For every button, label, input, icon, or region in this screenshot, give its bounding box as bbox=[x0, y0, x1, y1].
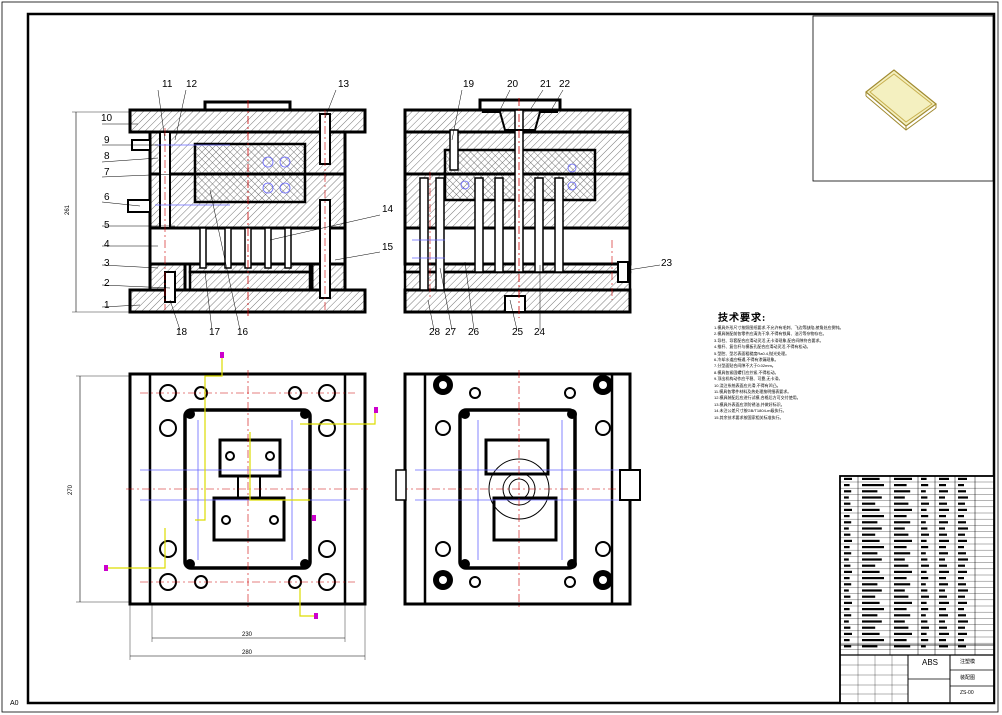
callout-27: 27 bbox=[445, 327, 457, 338]
tech-requirement-line: 15.其余技术要求按国家相关标准执行。 bbox=[714, 414, 784, 420]
tech-requirement-line: 8.模具各紧固螺钉应拧紧,不得松动。 bbox=[714, 369, 779, 375]
tech-requirement-line: 12.模具装配后应进行试模,合格后方可交付使用。 bbox=[714, 395, 801, 401]
callout-25: 25 bbox=[512, 327, 524, 338]
tech-requirement-line: 4.推杆、复位杆与模板孔配合应滑动灵活,不得有松动。 bbox=[714, 344, 811, 350]
tech-requirement-line: 6.冷却水道应畅通,不得有渗漏现象。 bbox=[714, 357, 779, 362]
sheet-size-code: A0 bbox=[10, 700, 19, 707]
callout-26: 26 bbox=[468, 327, 480, 338]
tech-requirement-line: 3.导柱、导套配合应滑动灵活,无卡滞现象,配合间隙符合要求。 bbox=[714, 337, 824, 343]
callout-28: 28 bbox=[429, 327, 441, 338]
dim-overall-height: 261 bbox=[65, 204, 72, 216]
parts-list-and-title-block bbox=[825, 475, 995, 704]
callout-18: 18 bbox=[176, 327, 188, 338]
callout-17: 17 bbox=[209, 327, 221, 338]
callout-6: 6 bbox=[104, 192, 110, 203]
fixed-half-plan-view bbox=[395, 370, 641, 608]
front-section-view bbox=[72, 89, 381, 331]
dim-plan-inner-width: 230 bbox=[242, 632, 253, 638]
tech-requirement-line: 2.模具装配前各零件应清洗干净,不得有铁屑、油污等杂物存在。 bbox=[714, 331, 827, 337]
callout-20: 20 bbox=[507, 79, 519, 90]
callout-8: 8 bbox=[104, 151, 110, 162]
callout-24: 24 bbox=[534, 327, 546, 338]
callout-2: 2 bbox=[104, 278, 110, 289]
moving-half-plan-view bbox=[76, 352, 378, 660]
tech-requirement-line: 10.浇注系统表面应光滑,不得有凹凸。 bbox=[714, 382, 781, 388]
callout-4: 4 bbox=[104, 239, 110, 250]
callout-19: 19 bbox=[463, 79, 475, 90]
callout-14: 14 bbox=[382, 204, 394, 215]
callout-15: 15 bbox=[382, 242, 394, 253]
dim-plan-outer-width: 280 bbox=[242, 650, 253, 656]
callout-7: 7 bbox=[104, 167, 110, 178]
callout-12: 12 bbox=[186, 79, 198, 90]
tech-requirement-line: 1.模具外形尺寸按照图纸要求,不允许有毛刺、飞边等缺陷,棱角处应倒钝。 bbox=[714, 325, 844, 330]
callout-22: 22 bbox=[559, 79, 571, 90]
tech-requirements-title: 技术要求: bbox=[718, 313, 767, 324]
callout-3: 3 bbox=[104, 258, 110, 269]
part-3d-preview bbox=[812, 15, 994, 182]
callout-5: 5 bbox=[104, 220, 110, 231]
dim-plan-height: 270 bbox=[68, 484, 75, 496]
tech-requirement-line: 14.未注公差尺寸按GB/T1804-m级执行。 bbox=[714, 408, 787, 414]
callout-13: 13 bbox=[338, 79, 350, 90]
drawing-name: 注塑模 bbox=[960, 659, 976, 665]
callout-9: 9 bbox=[104, 135, 110, 146]
drawing-number: ZS-00 bbox=[960, 690, 974, 696]
tech-requirement-line: 11.模具各零件材料及热处理按明细表要求。 bbox=[714, 389, 792, 394]
callout-16: 16 bbox=[237, 327, 249, 338]
callout-23: 23 bbox=[661, 258, 673, 269]
side-section-view bbox=[403, 89, 661, 331]
tech-requirement-line: 7.分型面贴合间隙不大于0.02mm。 bbox=[714, 363, 776, 369]
tech-requirement-line: 5.型腔、型芯表面粗糙度Ra0.4,抛光处理。 bbox=[714, 350, 790, 356]
tech-requirement-line: 13.模具外表面应涂防锈油,并做好标识。 bbox=[714, 401, 785, 407]
callout-11: 11 bbox=[162, 79, 173, 90]
callout-1: 1 bbox=[104, 300, 110, 311]
callout-10: 10 bbox=[101, 113, 113, 124]
tech-requirement-line: 9.顶出机构动作应平稳、可靠,无卡滞。 bbox=[714, 376, 783, 382]
callout-21: 21 bbox=[540, 79, 552, 90]
drawing-subtitle: 装配图 bbox=[960, 675, 976, 681]
drawing-frame bbox=[26, 12, 996, 705]
material-label: ABS bbox=[922, 658, 939, 667]
